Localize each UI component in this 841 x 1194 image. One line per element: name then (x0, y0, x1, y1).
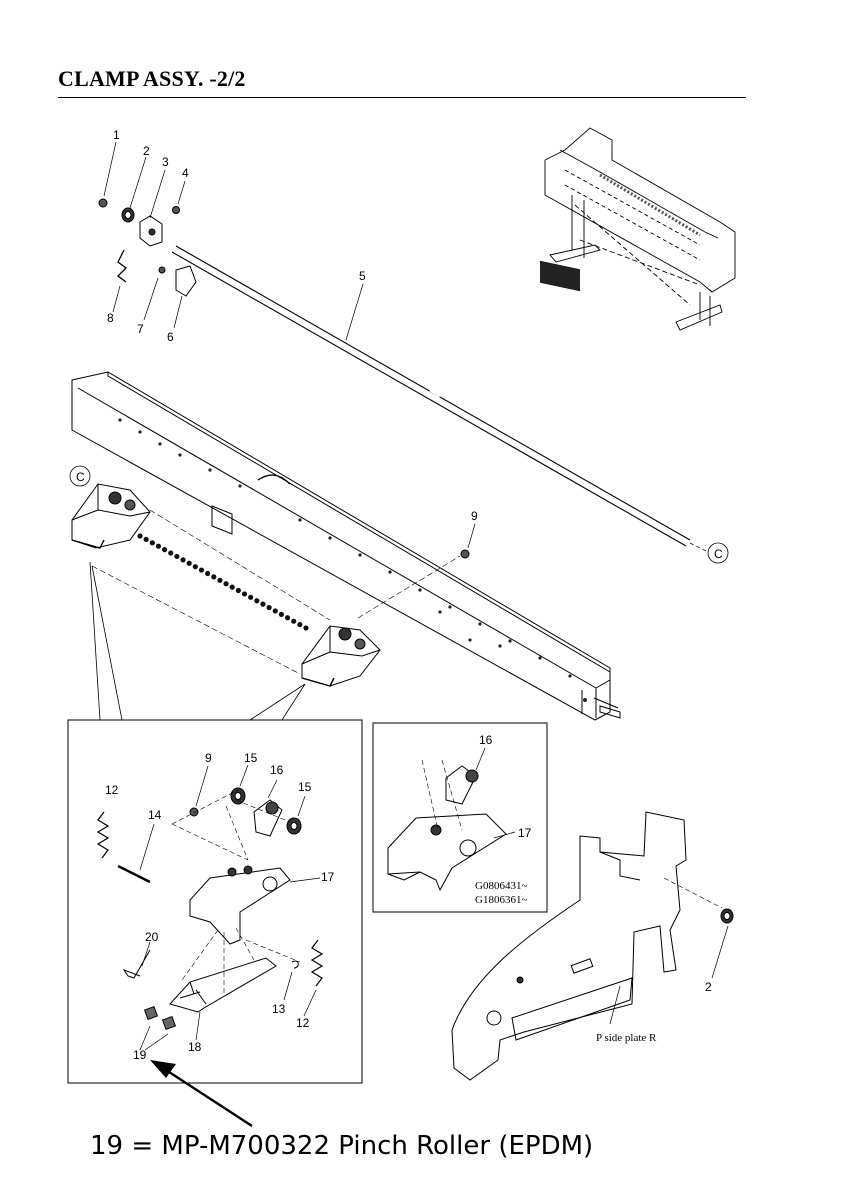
left-clamp-assembly (71, 483, 151, 549)
part-label-3: 3 (162, 155, 169, 169)
pinch-roller-dot (291, 618, 297, 624)
part-label-8: 8 (107, 311, 114, 325)
pinch-roller-dot (297, 621, 303, 628)
right-clamp-assembly (301, 625, 381, 687)
part-label-19: 19 (133, 1048, 147, 1062)
pinch-roller-dot (303, 625, 309, 631)
pinch-roller-dot (278, 611, 285, 617)
pinch-roller-dot (211, 574, 217, 580)
pinch-roller-dot (235, 587, 241, 594)
pinch-roller-dot (149, 540, 155, 546)
part-label-15-b: 15 (298, 780, 312, 794)
part-label-12-a: 12 (105, 783, 119, 797)
part-label-7: 7 (137, 322, 144, 336)
part-label-17-b: 17 (518, 826, 532, 840)
pinch-roller-dot (241, 591, 248, 597)
pinch-roller-dot (248, 594, 254, 600)
revision-parts (387, 747, 516, 892)
pinch-roller-dot (180, 557, 186, 563)
pinch-roller-dot (137, 533, 143, 539)
part-label-16-b: 16 (479, 733, 493, 747)
pinch-roller-dot (198, 567, 205, 573)
detail-box-clamp (67, 719, 363, 1084)
part-label-2-plate: 2 (705, 980, 712, 994)
part-label-2: 2 (143, 144, 150, 158)
part-label-6: 6 (167, 330, 174, 344)
pinch-roller-dot (266, 604, 272, 611)
part-label-9: 9 (471, 509, 478, 523)
side-plate-r (451, 811, 734, 1081)
clamp-top-small-parts (98, 141, 197, 329)
pinch-roller-dot (192, 564, 198, 570)
pinch-roller-dot (143, 536, 149, 543)
page-title: CLAMP ASSY. -2/2 (58, 66, 246, 91)
part-label-12-b: 12 (296, 1016, 310, 1030)
screw-9-top (460, 523, 476, 559)
printer-overview-illustration (540, 127, 736, 331)
part-label-14: 14 (148, 808, 162, 822)
callout-c-left: C (69, 465, 91, 487)
pinch-roller-dot (155, 543, 162, 549)
detail-lead-lines (89, 561, 306, 721)
part-label-20: 20 (145, 930, 159, 944)
detail-box-revision (372, 722, 548, 913)
pinch-roller-dot (223, 581, 229, 587)
assembly-guide-lines (91, 509, 461, 675)
pinch-roller-dot (168, 550, 174, 556)
serial-note-line-1: G0806431~ (475, 880, 527, 892)
pointer-arrow (150, 1060, 253, 1128)
pinch-roller-dot (186, 560, 192, 566)
pinch-roller-row (137, 533, 309, 631)
part-label-9-detail: 9 (205, 751, 212, 765)
part-label-13: 13 (272, 1002, 286, 1016)
pinch-roller-dot (229, 584, 235, 590)
title-divider (58, 97, 746, 98)
pinch-roller-dot (260, 601, 266, 607)
part-label-1: 1 (113, 128, 120, 142)
main-frame-beam (71, 371, 621, 721)
callout-c-right-label: C (714, 547, 723, 561)
side-plate-label: P side plate R (596, 1032, 657, 1044)
part-caption: 19 = MP-M700322 Pinch Roller (EPDM) (90, 1131, 594, 1161)
part-label-16-a: 16 (270, 763, 284, 777)
frame-holes (118, 418, 587, 702)
part-label-15-a: 15 (244, 751, 258, 765)
pinch-roller-dot (254, 598, 260, 604)
pinch-roller-dot (284, 615, 291, 621)
pinch-roller-dot (272, 608, 278, 614)
pinch-roller-dot (217, 577, 223, 583)
pinch-roller-dot (161, 547, 168, 553)
detail-clamp-parts (96, 765, 324, 1031)
part-label-5: 5 (359, 269, 366, 283)
detail-leader-lines (139, 764, 321, 1051)
pinch-roller-dot (174, 553, 180, 560)
shaft-5 (171, 245, 709, 553)
callout-c-right: C (707, 542, 729, 564)
part-label-18: 18 (188, 1040, 202, 1054)
serial-note-line-2: G1806361~ (475, 894, 527, 906)
pinch-roller-dot (205, 570, 211, 577)
part-label-4: 4 (182, 166, 189, 180)
callout-c-left-label: C (76, 470, 85, 484)
part-label-17-a: 17 (321, 870, 335, 884)
